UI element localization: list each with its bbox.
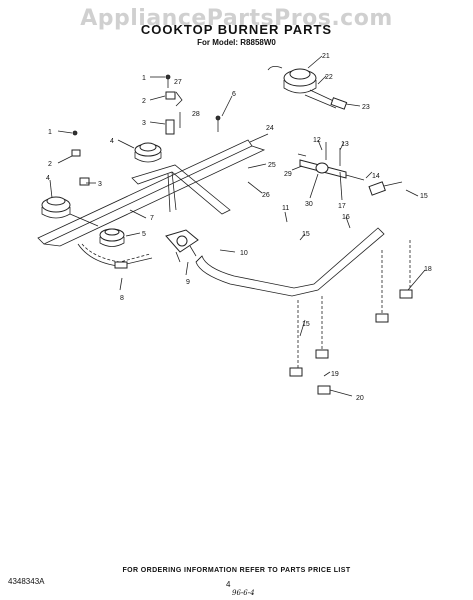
burner-valves-front (289, 296, 331, 395)
callout-23: 23 (362, 104, 370, 111)
callout-27: 27 (174, 79, 182, 86)
callout-24: 24 (266, 125, 274, 132)
page-number: 4 (226, 580, 231, 589)
callout-16: 16 (342, 214, 350, 221)
ordering-note: FOR ORDERING INFORMATION REFER TO PARTS … (122, 567, 351, 574)
manifold-tube (195, 227, 385, 297)
callout-15b: 15 (302, 231, 310, 238)
callout-29: 29 (284, 171, 292, 178)
watermark: AppliancePartsPros.com (80, 6, 393, 31)
callout-19: 19 (331, 371, 339, 378)
burner-support-brace (37, 139, 266, 247)
front-left-burner (41, 196, 99, 227)
callout-12: 12 (313, 137, 321, 144)
callout-15c: 15 (302, 321, 310, 328)
callout-8: 8 (120, 295, 124, 302)
callout-1b: 1 (48, 129, 52, 136)
callout-2b: 2 (48, 161, 52, 168)
callout-10: 10 (240, 250, 248, 257)
model-number: For Model: R8858W0 (197, 38, 276, 47)
callout-4: 4 (110, 138, 114, 145)
callout-3: 3 (142, 120, 146, 127)
callout-17: 17 (338, 203, 346, 210)
callout-21: 21 (322, 53, 330, 60)
handwritten-note: 96-6-4 (232, 589, 255, 597)
callout-25: 25 (268, 162, 276, 169)
rear-left-burner (134, 142, 162, 163)
gas-manifold-rail (297, 142, 365, 181)
callout-11: 11 (282, 205, 289, 212)
callout-5: 5 (142, 231, 146, 238)
screw-and-clip-hardware (71, 74, 221, 186)
gas-tube-left (77, 243, 153, 269)
callout-15: 15 (420, 193, 428, 200)
callout-30: 30 (305, 201, 313, 208)
burner-valves-right (375, 240, 413, 323)
callout-labels: 1 2 3 4 1 2 4 3 7 5 8 9 6 27 28 10 11 24… (46, 53, 432, 402)
callout-18: 18 (424, 266, 432, 273)
diagram-title: COOKTOP BURNER PARTS (140, 22, 333, 37)
callout-26: 26 (262, 192, 270, 199)
callout-6: 6 (232, 91, 236, 98)
callout-28: 28 (192, 111, 200, 118)
callout-leaders (49, 55, 426, 397)
document-part-number: 4348343A (8, 577, 45, 586)
pressure-regulator (165, 229, 199, 263)
callout-3b: 3 (98, 181, 102, 188)
callout-2: 2 (142, 98, 146, 105)
rear-right-burner-assembly (267, 66, 348, 110)
igniter-switch (368, 181, 403, 196)
callout-13: 13 (341, 141, 349, 148)
callout-9: 9 (186, 279, 190, 286)
callout-14: 14 (372, 173, 380, 180)
callout-7: 7 (150, 215, 154, 222)
front-right-burner (99, 228, 125, 247)
callout-1: 1 (142, 75, 146, 82)
callout-20: 20 (356, 395, 364, 402)
callout-4b: 4 (46, 175, 50, 182)
callout-22: 22 (325, 74, 333, 81)
